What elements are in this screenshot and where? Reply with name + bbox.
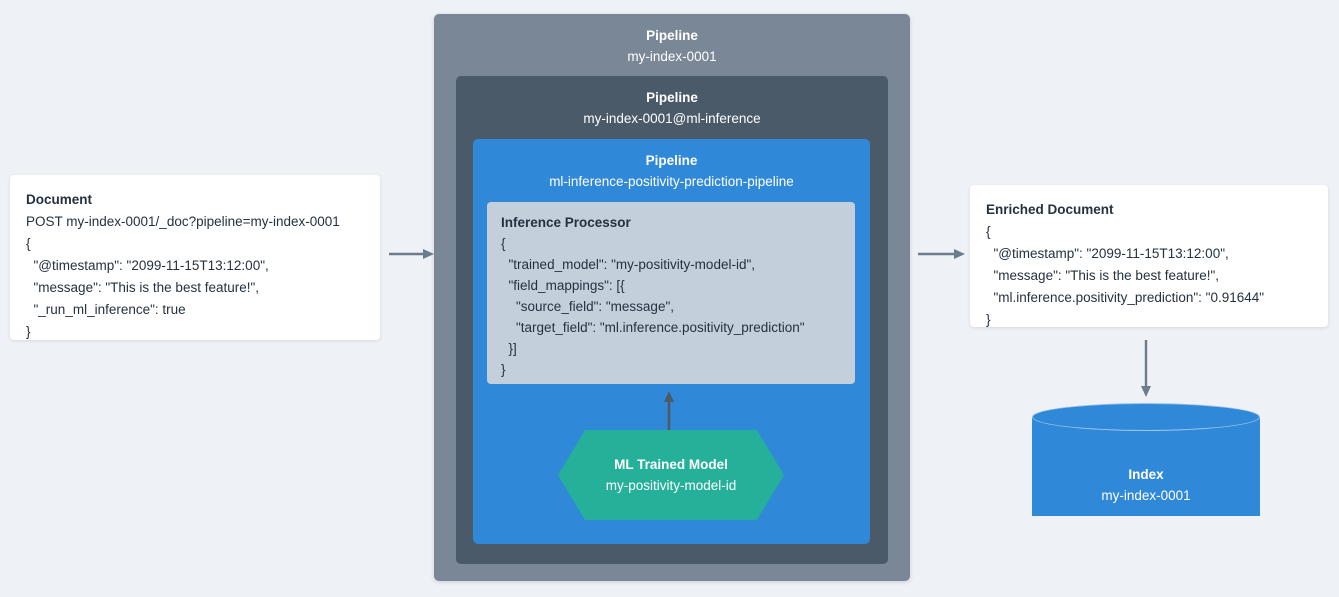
arrow-document-to-pipeline [389,247,435,261]
ml-trained-model-label: ML Trained Model [614,456,728,472]
middle-pipeline-label: Pipeline [646,90,698,105]
enriched-document-title: Enriched Document [986,202,1114,217]
enriched-document-line-1: "@timestamp": "2099-11-15T13:12:00", [986,246,1229,261]
source-document-title: Document [26,192,93,207]
outer-pipeline-label: Pipeline [646,28,698,43]
source-document-line-0: POST my-index-0001/_doc?pipeline=my-inde… [26,214,340,229]
ml-trained-model-name: my-positivity-model-id [605,477,737,493]
inference-processor-line-1: "trained_model": "my-positivity-model-id… [501,257,756,272]
middle-pipeline-header: Pipeline my-index-0001@ml-inference [456,76,888,129]
inner-pipeline-name: ml-inference-positivity-prediction-pipel… [549,174,794,189]
index-cylinder-top-cap [1032,403,1260,431]
source-document-line-4: "_run_ml_inference": true [26,302,186,317]
source-document-line-2: "@timestamp": "2099-11-15T13:12:00", [26,258,269,273]
source-document-line-1: { [26,236,31,251]
inference-processor-line-5: }] [501,341,517,356]
outer-pipeline-box: Pipeline my-index-0001 Pipeline my-index… [434,14,910,581]
index-name: my-index-0001 [1101,488,1191,503]
enriched-document-line-2: "message": "This is the best feature!", [986,268,1220,283]
index-cylinder-bottom-cap [1032,488,1260,516]
source-document-card: Document POST my-index-0001/_doc?pipelin… [10,175,380,340]
outer-pipeline-name: my-index-0001 [627,49,717,64]
inference-processor-line-3: "source_field": "message", [501,299,674,314]
enriched-document-card: Enriched Document { "@timestamp": "2099-… [970,185,1328,327]
index-cylinder-text: Index my-index-0001 [1032,465,1260,506]
enriched-document-line-4: } [986,312,991,327]
source-document-line-5: } [26,324,31,339]
arrow-enriched-to-index [1139,340,1153,398]
source-document-line-3: "message": "This is the best feature!", [26,280,260,295]
ml-trained-model-shape: ML Trained Model my-positivity-model-id [558,430,784,520]
outer-pipeline-header: Pipeline my-index-0001 [434,14,910,67]
inference-processor-panel: Inference Processor { "trained_model": "… [487,202,855,384]
index-label: Index [1128,467,1164,482]
index-cylinder: Index my-index-0001 [1032,403,1260,530]
arrow-pipeline-to-enriched [918,247,966,261]
inner-pipeline-box: Pipeline ml-inference-positivity-predict… [473,139,870,544]
middle-pipeline-box: Pipeline my-index-0001@ml-inference Pipe… [456,76,888,564]
inference-processor-line-2: "field_mappings": [{ [501,278,625,293]
inner-pipeline-header: Pipeline ml-inference-positivity-predict… [473,139,870,192]
inference-processor-title: Inference Processor [501,215,631,230]
inference-processor-line-4: "target_field": "ml.inference.positivity… [501,320,805,335]
inference-processor-line-6: } [501,362,506,377]
middle-pipeline-name: my-index-0001@ml-inference [583,111,761,126]
enriched-document-line-0: { [986,224,991,239]
inference-processor-line-0: { [501,236,506,251]
enriched-document-line-3: "ml.inference.positivity_prediction": "0… [986,290,1265,305]
arrow-model-to-processor [662,391,676,431]
inner-pipeline-label: Pipeline [645,153,698,168]
